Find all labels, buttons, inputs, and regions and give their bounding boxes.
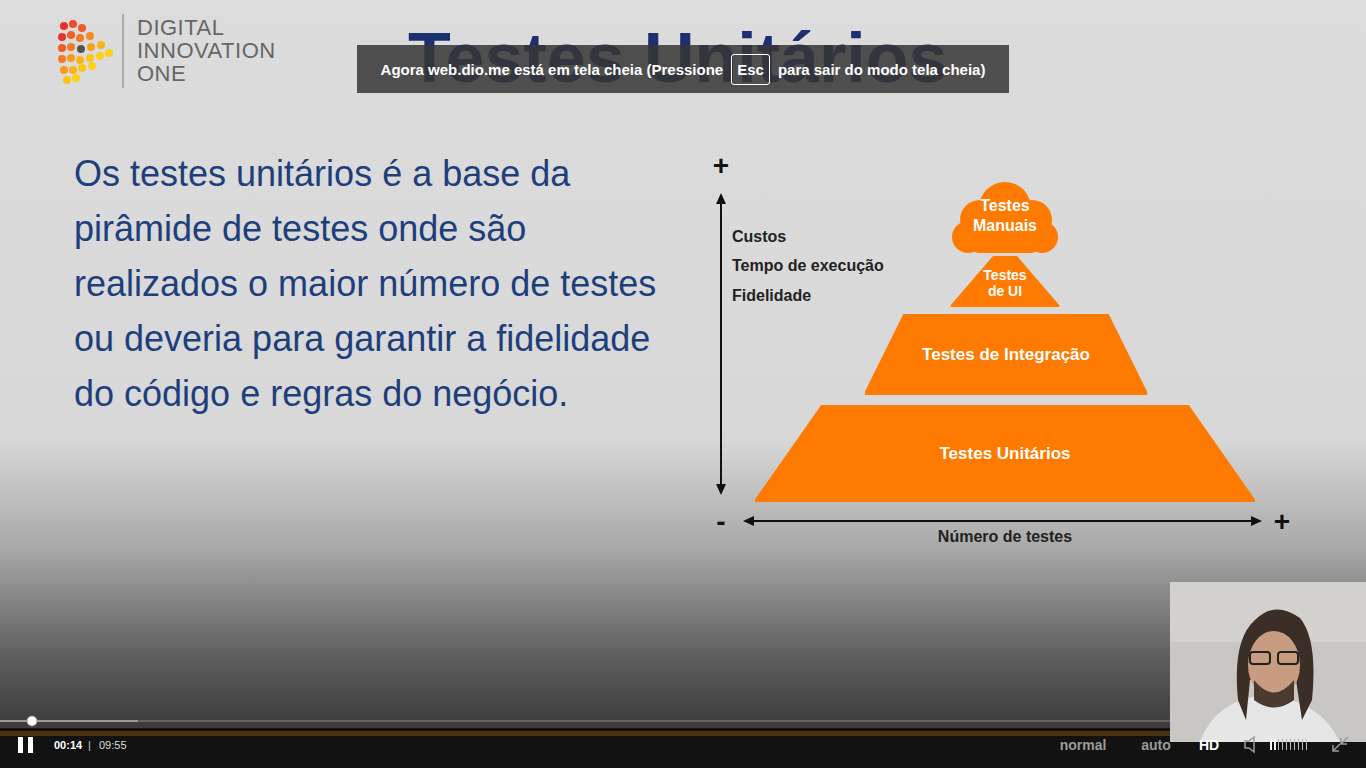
tier-label: Testes Unitários [835,405,1175,464]
pause-icon [18,737,33,753]
webcam-thumbnail [1170,582,1366,742]
axis-plus: + [713,150,729,182]
fullscreen-notification: Agora web.dio.me está em tela cheia (Pre… [357,45,1009,93]
tier-label: Testes Manuais [965,182,1045,236]
axis-label: Tempo de execução [732,257,884,275]
notification-text: para sair do modo tela cheia) [778,61,986,78]
progress-buffer [0,721,138,722]
key-hint: Esc [731,54,770,85]
pyramid-tier: Testes Unitários [755,405,1255,502]
time-separator: | [88,739,91,751]
exit-fullscreen-icon [1333,737,1348,751]
logo-divider [122,14,124,88]
cloud-shape: Testes Manuais [950,182,1060,256]
axis-minus: - [716,506,725,538]
pyramid-tier: Testes de Integração [865,314,1147,395]
logo-text: DIGITAL INNOVATION ONE [137,16,276,85]
total-time: 09:55 [99,739,127,751]
current-time: 00:14 [54,739,82,751]
axis-label: Custos [732,228,786,246]
speed-option: normal [1060,737,1107,753]
tier-label: Testes de UI [975,256,1035,299]
notification-text: Agora web.dio.me está em tela cheia (Pre… [381,61,724,78]
axis-plus: + [1274,506,1290,538]
pyramid-axes [716,193,1262,526]
slide-paragraph: Os testes unitários é a base da pirâmide… [74,146,674,421]
pyramid-tier: Testes de UI [950,256,1060,307]
tier-label: Testes de Integração [896,314,1116,365]
progress-knob [27,716,37,726]
progress-track [0,721,1366,722]
logo-icon [58,20,113,84]
axis-label: Fidelidade [732,287,811,305]
axis-title: Número de testes [938,528,1072,546]
volume-icon [1245,737,1254,752]
quality-option: HD [1199,737,1219,753]
volume-level [1270,739,1307,750]
quality-option: auto [1141,737,1171,753]
